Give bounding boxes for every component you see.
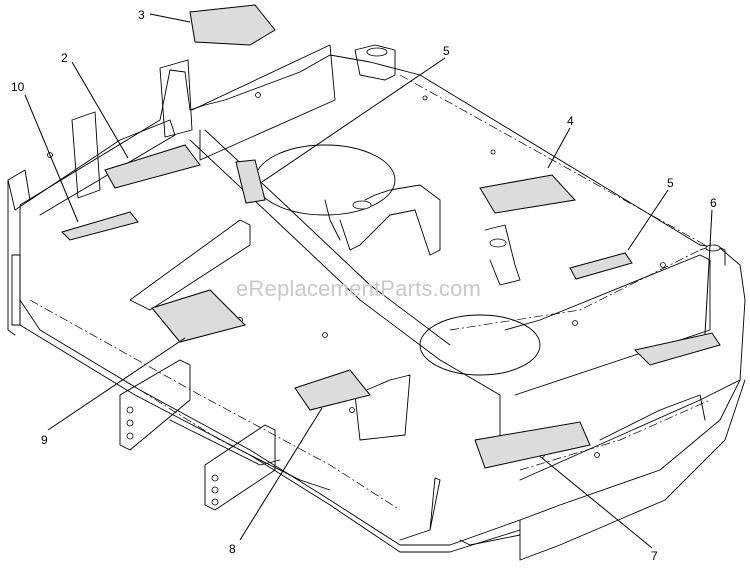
decal-5a bbox=[235, 159, 266, 204]
callout-5a: 5 bbox=[443, 44, 450, 58]
callout-8: 8 bbox=[229, 542, 236, 556]
watermark: eReplacementParts.com bbox=[236, 276, 482, 301]
decals bbox=[61, 4, 721, 469]
mounting-brackets bbox=[119, 219, 741, 546]
decal-8 bbox=[294, 369, 371, 411]
decal-5b bbox=[569, 252, 633, 280]
deck-holes bbox=[47, 92, 666, 458]
callout-5b: 5 bbox=[667, 176, 674, 190]
decal-9 bbox=[151, 289, 246, 343]
callout-2: 2 bbox=[61, 51, 68, 65]
callout-9: 9 bbox=[41, 433, 48, 447]
leader-lines bbox=[24, 13, 713, 549]
spindle-housings bbox=[254, 44, 726, 376]
deck-outline bbox=[7, 44, 746, 561]
callout-7: 7 bbox=[651, 549, 658, 563]
callouts: 3 2 10 5 4 5 6 9 8 7 bbox=[11, 8, 717, 563]
callout-10: 10 bbox=[11, 80, 25, 94]
decal-6 bbox=[634, 332, 721, 366]
decal-10 bbox=[61, 211, 139, 241]
callout-4: 4 bbox=[567, 114, 574, 128]
callout-6: 6 bbox=[710, 196, 717, 210]
decal-2 bbox=[104, 144, 201, 189]
decal-3 bbox=[189, 4, 276, 46]
callout-3: 3 bbox=[138, 8, 145, 22]
decal-7 bbox=[474, 421, 591, 469]
decal-4 bbox=[479, 174, 576, 214]
